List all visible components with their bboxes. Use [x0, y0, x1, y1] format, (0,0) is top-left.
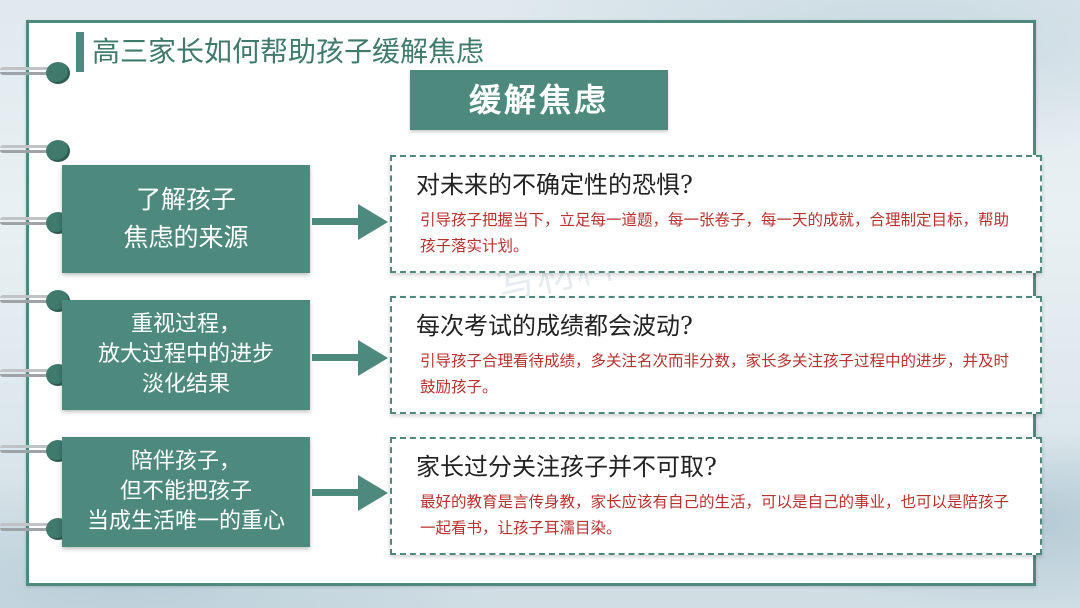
answer-box-3: 家长过分关注孩子并不可取? 最好的教育是言传身教，家长应该有自己的生活，可以是自… — [390, 437, 1042, 555]
topic-box-1: 了解孩子 焦虑的来源 — [62, 165, 310, 273]
topic-line: 但不能把孩子 — [119, 479, 252, 504]
right-arrow-icon — [312, 475, 388, 511]
topic-line: 了解孩子 — [135, 185, 236, 214]
question-text: 每次考试的成绩都会波动? — [416, 312, 693, 340]
section-title: 缓解焦虑 — [410, 70, 668, 130]
topic-line: 当成生活唯一的重心 — [86, 509, 285, 534]
topic-line: 焦虑的来源 — [123, 223, 249, 252]
topic-box-3: 陪伴孩子， 但不能把孩子 当成生活唯一的重心 — [62, 437, 310, 547]
topic-line: 淡化结果 — [141, 372, 230, 397]
topic-line: 陪伴孩子， — [130, 449, 241, 474]
binder-ring-icon — [0, 62, 76, 84]
right-arrow-icon — [312, 340, 388, 376]
answer-text: 引导孩子合理看待成绩，多关注名次而非分数，家长多关注孩子过程中的进步，并及时鼓励… — [420, 352, 1010, 396]
topic-line: 重视过程， — [130, 312, 241, 337]
answer-text: 最好的教育是言传身教，家长应该有自己的生活，可以是自己的事业，也可以是陪孩子一起… — [420, 493, 1010, 537]
topic-line: 放大过程中的进步 — [97, 342, 274, 367]
question-text: 对未来的不确定性的恐惧? — [416, 171, 693, 199]
right-arrow-icon — [312, 204, 388, 240]
answer-box-2: 每次考试的成绩都会波动? 引导孩子合理看待成绩，多关注名次而非分数，家长多关注孩… — [390, 296, 1042, 414]
answer-text: 引导孩子把握当下，立足每一道题，每一张卷子，每一天的成就，合理制定目标，帮助孩子… — [420, 211, 1010, 255]
topic-box-2: 重视过程， 放大过程中的进步 淡化结果 — [62, 300, 310, 410]
answer-box-1: 对未来的不确定性的恐惧? 引导孩子把握当下，立足每一道题，每一张卷子，每一天的成… — [390, 155, 1042, 273]
title-accent-bar — [76, 32, 84, 72]
question-text: 家长过分关注孩子并不可取? — [416, 453, 717, 481]
binder-ring-icon — [0, 140, 76, 162]
page-title: 高三家长如何帮助孩子缓解焦虑 — [92, 35, 485, 68]
